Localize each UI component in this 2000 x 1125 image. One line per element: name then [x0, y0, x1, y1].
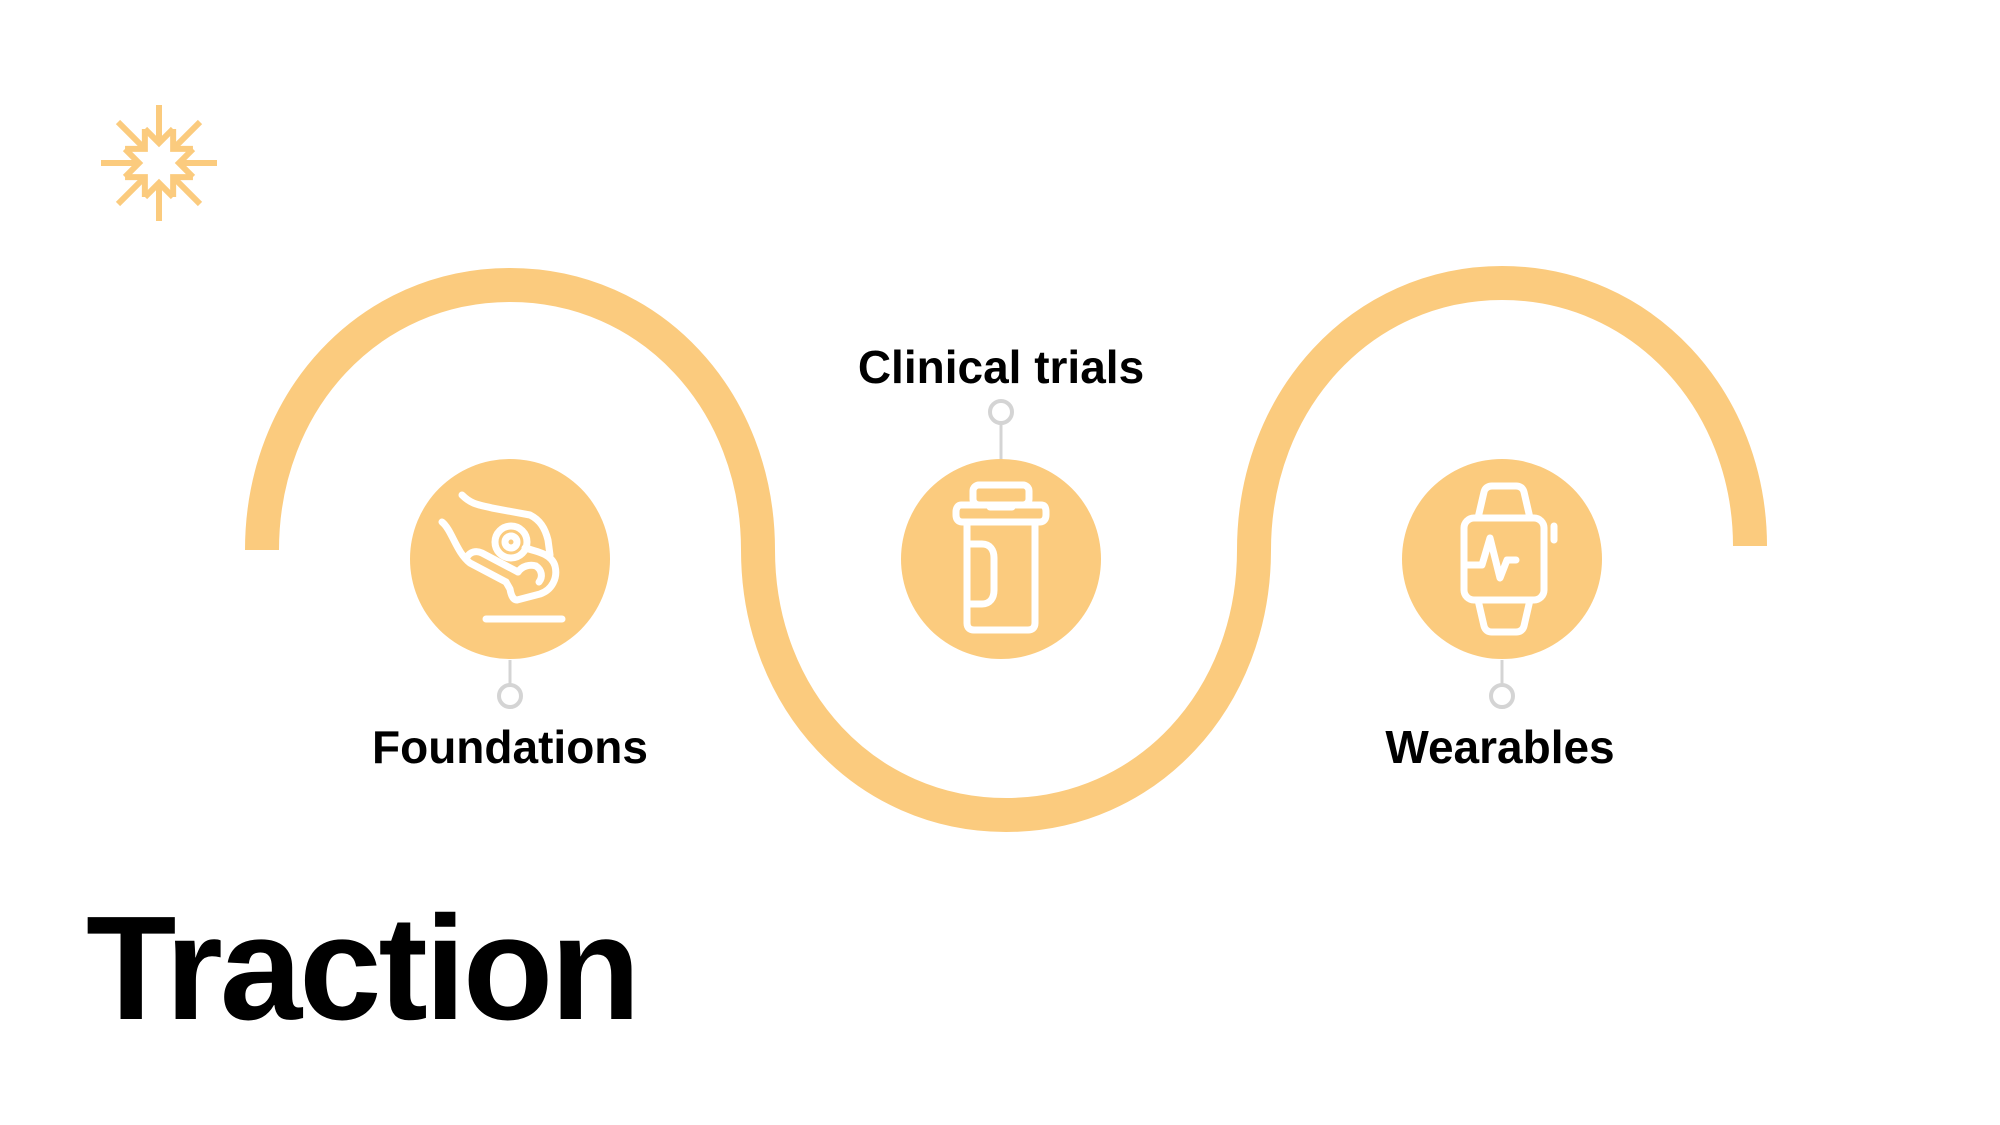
milestone-label-wearables: Wearables [1385, 721, 1615, 773]
hand-coin-icon [438, 491, 566, 623]
connector-foundations [497, 660, 523, 709]
snowflake-arrows-icon [101, 105, 217, 221]
milestone-circle-wearables [1402, 459, 1602, 659]
milestone-circle-clinical-trials [901, 459, 1101, 659]
smartwatch-heartbeat-icon [1460, 482, 1558, 636]
wave-path [245, 265, 1767, 833]
page-title: Traction [86, 886, 641, 1051]
milestone-label-clinical-trials: Clinical trials [857, 341, 1145, 393]
connector-wearables [1489, 660, 1515, 709]
medicine-bottle-icon [952, 481, 1050, 634]
connector-clinical-trials [988, 399, 1014, 462]
milestone-label-foundations: Foundations [372, 721, 648, 773]
